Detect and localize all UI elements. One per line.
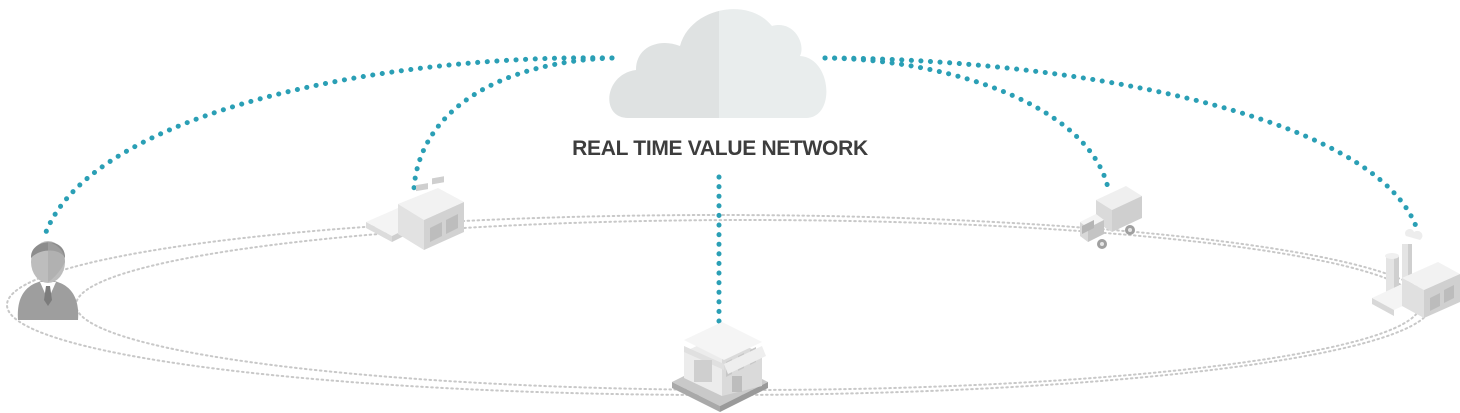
cloud-icon — [609, 9, 827, 118]
factory-icon — [1372, 229, 1460, 318]
connector-cloud-warehouse — [411, 55, 615, 191]
connectors — [43, 55, 1421, 329]
connector-cloud-truck — [822, 55, 1111, 191]
businessman-icon — [17, 241, 79, 320]
delivery-truck-icon — [1080, 186, 1142, 249]
storefront-icon — [672, 322, 768, 412]
connector-cloud-person — [43, 55, 615, 235]
warehouse-icon — [366, 176, 464, 250]
diagram-title: REAL TIME VALUE NETWORK — [572, 137, 868, 160]
